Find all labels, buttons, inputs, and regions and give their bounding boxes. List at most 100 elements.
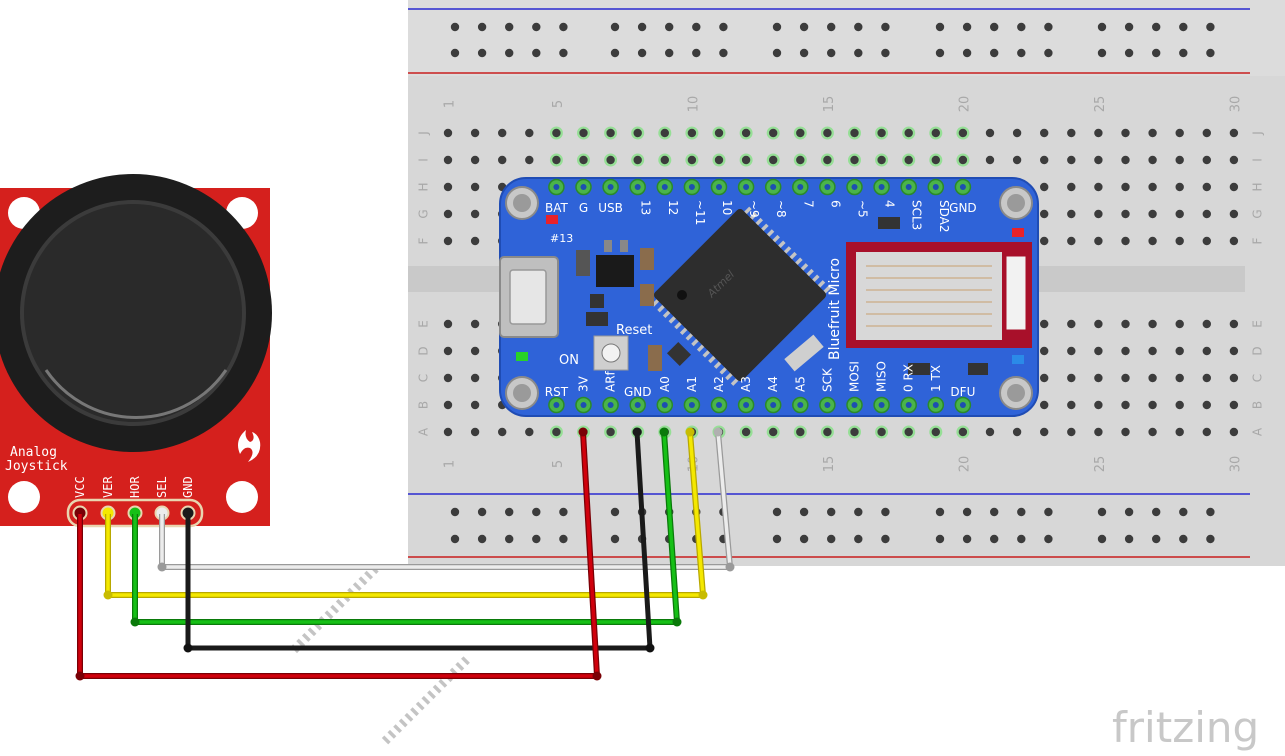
breadboard-hole (1148, 427, 1157, 437)
row-label: I (417, 158, 431, 162)
wire-joint (698, 590, 708, 600)
row-label: G (417, 209, 431, 218)
rail-hole (610, 534, 620, 544)
row-label: I (1251, 158, 1265, 162)
rail-hole (1124, 534, 1134, 544)
breadboard-hole (443, 128, 453, 138)
top-pin-label: 13 (639, 200, 653, 215)
wire-black-gnd (185, 431, 653, 651)
breadboard-hole (1094, 319, 1103, 329)
bottom-pin-label: MOSI (848, 361, 862, 392)
breadboard-hole (1094, 182, 1103, 192)
rail-hole (1124, 48, 1134, 58)
breadboard-hole (985, 128, 995, 138)
top-pin-label: G (579, 201, 588, 215)
bottom-pin-label: 0 RX (902, 364, 916, 392)
breadboard-hole (470, 346, 480, 356)
breadboard-hole (443, 427, 453, 437)
wire-joint (103, 590, 113, 600)
rail-hole (935, 48, 945, 58)
breadboard-hole (498, 128, 507, 138)
bottom-pin-label: A5 (793, 376, 807, 392)
rail-hole (1179, 534, 1188, 544)
breadboard-hole (1040, 209, 1049, 219)
rail-hole (1206, 22, 1215, 32)
rail-hole (772, 22, 782, 32)
rail-hole (1097, 534, 1107, 544)
breadboard-hole (1040, 400, 1049, 410)
rail-hole (1097, 22, 1107, 32)
rail-hole (692, 22, 701, 32)
rail-hole (772, 534, 782, 544)
breadboard-hole (443, 209, 453, 219)
rail-hole (881, 507, 890, 517)
breadboard-hole (1148, 209, 1157, 219)
rail-hole (1044, 534, 1053, 544)
rail-hole (962, 534, 972, 544)
joystick-pin-label: SEL (155, 476, 169, 498)
breadboard-hole (1067, 319, 1076, 329)
joystick-pin-label: VER (101, 476, 115, 498)
rail-hole (1097, 507, 1107, 517)
reset-button-icon (593, 335, 629, 371)
wire-joint (157, 562, 167, 572)
breadboard-hole (660, 128, 669, 138)
joystick-pin-label: VCC (73, 476, 87, 498)
breadboard-hole (660, 155, 669, 165)
breadboard-hole (470, 427, 480, 437)
breadboard-hole (1229, 346, 1239, 356)
breadboard-hole (1012, 427, 1022, 437)
rail-hole (477, 507, 487, 517)
breadboard-hole (470, 128, 480, 138)
bottom-pin-label: 1 TX (929, 365, 943, 392)
breadboard-hole (1121, 155, 1130, 165)
wire-joint (645, 643, 655, 653)
bottom-pin-label: 3V (577, 375, 591, 392)
breadboard-hole (1121, 319, 1130, 329)
breadboard-hole (796, 128, 805, 138)
breadboard-hole (1202, 400, 1212, 410)
breadboard-hole (958, 427, 968, 437)
breadboard-hole (1094, 400, 1103, 410)
breadboard-hole (1229, 182, 1239, 192)
rail-hole (1206, 534, 1215, 544)
wire-joint (725, 562, 735, 572)
rail-hole (1206, 507, 1215, 517)
breadboard-hole (1012, 128, 1022, 138)
column-number: 15 (822, 456, 837, 473)
rail-hole (962, 48, 972, 58)
breadboard-hole (1040, 128, 1049, 138)
breadboard-hole (985, 427, 995, 437)
breadboard-hole (1229, 373, 1239, 383)
wire-joint (592, 671, 602, 681)
breadboard-hole (904, 128, 913, 138)
breadboard-hole (741, 155, 751, 165)
rail-hole (1044, 507, 1053, 517)
column-number: 10 (686, 96, 701, 113)
breadboard-hole (877, 155, 886, 165)
breadboard-hole (1229, 155, 1239, 165)
row-label: B (1251, 401, 1265, 409)
breadboard-hole (985, 155, 995, 165)
rail-hole (450, 48, 460, 58)
fritzing-logo: fritzing (1112, 703, 1259, 752)
breadboard-hole (470, 400, 480, 410)
top-pin-label: ~8 (774, 200, 788, 218)
rail-hole (1044, 48, 1053, 58)
breadboard-hole (877, 128, 886, 138)
rail-hole (990, 507, 999, 517)
breadboard-hole (1121, 346, 1130, 356)
bottom-pin-label: GND (624, 385, 652, 399)
rail-hole (1206, 48, 1215, 58)
top-power-rail-holes (450, 22, 1215, 58)
rail-hole (827, 534, 836, 544)
rail-hole (1017, 534, 1026, 544)
rail-hole (881, 534, 890, 544)
rail-hole (450, 507, 460, 517)
breadboard-hole (877, 427, 886, 437)
smd-components (516, 215, 1024, 375)
breadboard-hole (1067, 236, 1076, 246)
bottom-pin-label: A3 (739, 376, 753, 392)
breadboard-hole (1067, 346, 1076, 356)
breadboard-hole (958, 128, 968, 138)
